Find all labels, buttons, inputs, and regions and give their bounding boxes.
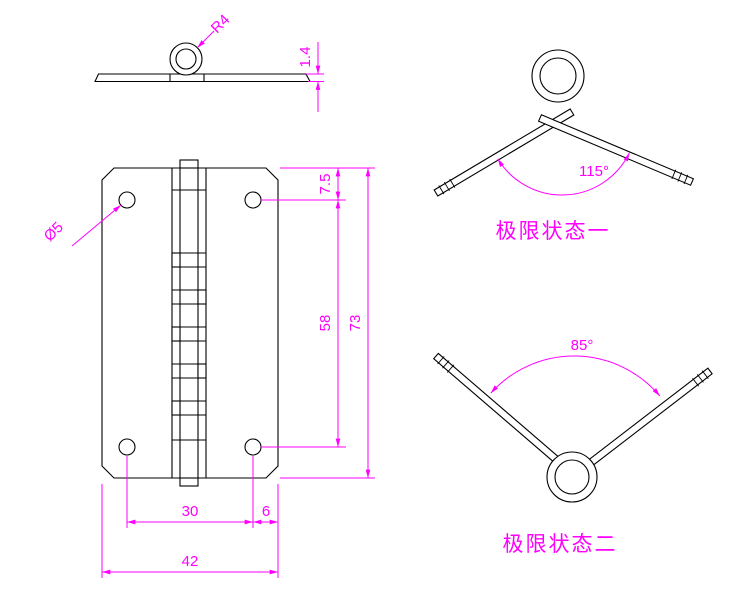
hole-spacing-h-label: 30 <box>182 503 199 520</box>
screw-hole-top-left <box>118 191 136 209</box>
spring-leg-left <box>432 352 562 465</box>
knuckle-notch-right <box>197 289 207 305</box>
spring-coil-inner <box>554 459 590 495</box>
angle-arc-115 <box>497 152 630 196</box>
angle-115-label: 115° <box>579 163 609 180</box>
hole-spacing-v-label: 58 <box>317 315 334 332</box>
hole-edge-offset-label: 6 <box>262 503 270 520</box>
knuckle-notch-right <box>197 363 207 379</box>
leg-tip-hatch <box>438 169 689 195</box>
pin-bottom-tab <box>179 477 199 487</box>
total-height-label: 73 <box>347 315 364 332</box>
front-view: Ø5 7.5 58 73 30 6 42 <box>41 159 375 578</box>
side-view: R4 1.4 <box>94 11 324 112</box>
pin-top-tab <box>179 159 199 169</box>
hinge-leaf-profile <box>94 73 311 83</box>
angle-85-label: 85° <box>571 337 594 354</box>
limit-state-one: 115° 极限状态一 <box>433 49 695 243</box>
hole-top-offset-label: 7.5 <box>317 174 334 195</box>
spring-leg-left <box>433 108 575 197</box>
screw-hole-bottom-left <box>118 438 136 456</box>
spring-coil-inner <box>175 48 197 70</box>
knuckle-notch-left <box>171 326 181 342</box>
limit-state-two-caption: 极限状态二 <box>503 533 618 556</box>
angle-arc-85 <box>490 355 661 397</box>
knuckle-junction <box>172 289 207 305</box>
knuckle-notch-left <box>171 400 181 416</box>
r4-leader-line <box>196 30 215 49</box>
knuckle-junction <box>171 400 206 416</box>
knuckle-junction <box>171 252 206 268</box>
knuckle-junction <box>171 326 206 342</box>
limit-state-one-caption: 极限状态一 <box>496 220 611 243</box>
thickness-label: 1.4 <box>297 47 314 68</box>
total-width-label: 42 <box>182 553 199 570</box>
knuckle-notch-left <box>171 252 181 268</box>
knuckle-junction <box>172 363 207 379</box>
hole-diameter-label: Ø5 <box>41 219 67 245</box>
spring-leg-right <box>537 114 695 186</box>
leg-tip-hatch <box>437 356 709 387</box>
screw-hole-top-right <box>244 191 262 209</box>
spring-leg-right <box>586 367 713 468</box>
hole-diameter-leader <box>71 204 122 247</box>
plate-outline <box>101 167 279 479</box>
spring-coil-inner <box>539 57 577 95</box>
limit-state-two: 85° 极限状态二 <box>432 337 713 556</box>
screw-hole-bottom-right <box>244 438 262 456</box>
